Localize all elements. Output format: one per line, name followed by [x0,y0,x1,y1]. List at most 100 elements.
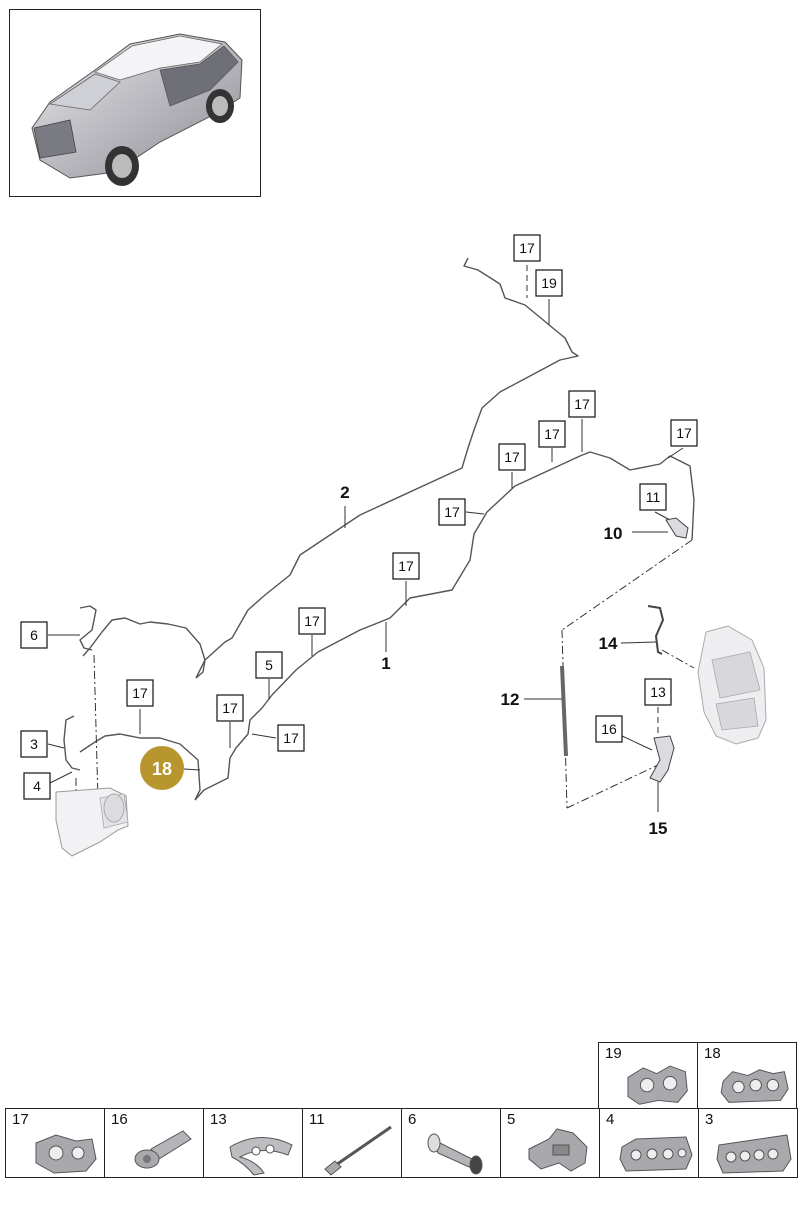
sleeve-icon [427,1133,483,1175]
callout-16[interactable]: 16 [595,715,623,743]
callout-label: 3 [30,736,38,752]
callout-label: 17 [444,504,460,520]
vehicle-thumbnail-frame [9,9,261,197]
callout-box [23,772,51,800]
part-cell-17[interactable]: 17 [5,1108,105,1178]
triple-pipe-clip-icon [720,1069,789,1103]
part-cell-13[interactable]: 13 [203,1108,303,1178]
brake-lines [63,257,695,801]
callout-17[interactable]: 17 [216,694,244,722]
callout-17[interactable]: 17 [277,724,305,752]
callout-17[interactable]: 17 [670,419,698,447]
part-cell-6[interactable]: 6 [401,1108,501,1178]
callout-box [298,607,326,635]
callout-label: 17 [283,730,299,746]
callout-label: 2 [340,483,349,502]
callout-17[interactable]: 17 [568,390,596,418]
callout-box [498,443,526,471]
callout-17[interactable]: 17 [538,420,566,448]
callout-box [20,730,48,758]
part-cell-16[interactable]: 16 [104,1108,204,1178]
highlight-circle-18[interactable] [140,746,184,790]
part-number: 4 [606,1111,615,1128]
callout-label: 15 [649,819,668,838]
callout-1[interactable]: 1 [381,654,390,673]
callout-label: 5 [265,657,273,673]
callout-box [438,498,466,526]
callout-17[interactable]: 17 [392,552,420,580]
callout-15[interactable]: 15 [649,819,668,838]
callout-label: 17 [574,396,590,412]
callout-17[interactable]: 17 [126,679,154,707]
callout-14[interactable]: 14 [599,634,618,653]
callout-box [595,715,623,743]
callout-box [568,390,596,418]
callout-label: 14 [599,634,618,653]
callout-layer: 17 19 17 17 17 17 11 10 17 2 17 17 6 5 1 14 17 13 12 17 16 3 1… [20,234,698,838]
quad-pipe-clip-icon [619,1136,693,1172]
callout-label: 16 [601,721,617,737]
abs-unit-icon [55,787,129,857]
part-cell-19[interactable]: 19 [598,1042,698,1109]
part-cell-5[interactable]: 5 [500,1108,600,1178]
callout-4[interactable]: 4 [23,772,51,800]
callout-5[interactable]: 5 [255,651,283,679]
bracket-icon [649,517,689,783]
bolt-icon [134,1130,192,1169]
callout-label: 17 [544,426,560,442]
highlight-label-18: 18 [152,759,172,779]
part-number: 18 [704,1045,721,1062]
pipe-clip-icon [35,1134,97,1174]
part-number: 3 [705,1111,714,1128]
callout-box [639,483,667,511]
callout-10[interactable]: 10 [604,524,623,543]
callout-label: 17 [676,425,692,441]
part-number: 5 [507,1111,516,1128]
part-cell-4[interactable]: 4 [599,1108,699,1178]
part-number: 16 [111,1111,128,1128]
callout-6[interactable]: 6 [20,621,48,649]
callout-label: 1 [381,654,390,673]
part-cell-11[interactable]: 11 [302,1108,402,1178]
callout-label: 13 [650,684,666,700]
callout-17[interactable]: 17 [513,234,541,262]
callout-2[interactable]: 2 [340,483,349,502]
callout-label: 11 [646,489,661,505]
callout-12[interactable]: 12 [501,690,520,709]
callout-17[interactable]: 17 [298,607,326,635]
callout-19[interactable]: 19 [535,269,563,297]
callout-label: 17 [398,558,414,574]
part-cell-3[interactable]: 3 [698,1108,798,1178]
callout-box [126,679,154,707]
callout-box [392,552,420,580]
callout-13[interactable]: 13 [644,678,672,706]
callout-label: 17 [222,700,238,716]
callout-label: 17 [132,685,148,701]
callout-box [644,678,672,706]
callout-label: 4 [33,778,41,794]
suv-icon [31,33,243,186]
part-number: 17 [12,1111,29,1128]
callout-box [670,419,698,447]
callout-label: 17 [304,613,320,629]
brake-caliper-icon [697,625,767,745]
part-cell-18[interactable]: 18 [697,1042,797,1109]
callout-box [538,420,566,448]
callout-3[interactable]: 3 [20,730,48,758]
callout-label: 17 [519,240,535,256]
part-number: 11 [309,1111,325,1128]
callout-box [277,724,305,752]
callout-17[interactable]: 17 [438,498,466,526]
callout-label: 17 [504,449,520,465]
callout-11[interactable]: 11 [639,483,667,511]
callout-17[interactable]: 17 [498,443,526,471]
callout-label: 19 [541,275,557,291]
part-number: 13 [210,1111,227,1128]
callout-box [513,234,541,262]
bracket-holder-icon [528,1128,588,1172]
multi-pipe-clip-icon [716,1134,792,1174]
callout-label: 10 [604,524,623,543]
callout-box [535,269,563,297]
